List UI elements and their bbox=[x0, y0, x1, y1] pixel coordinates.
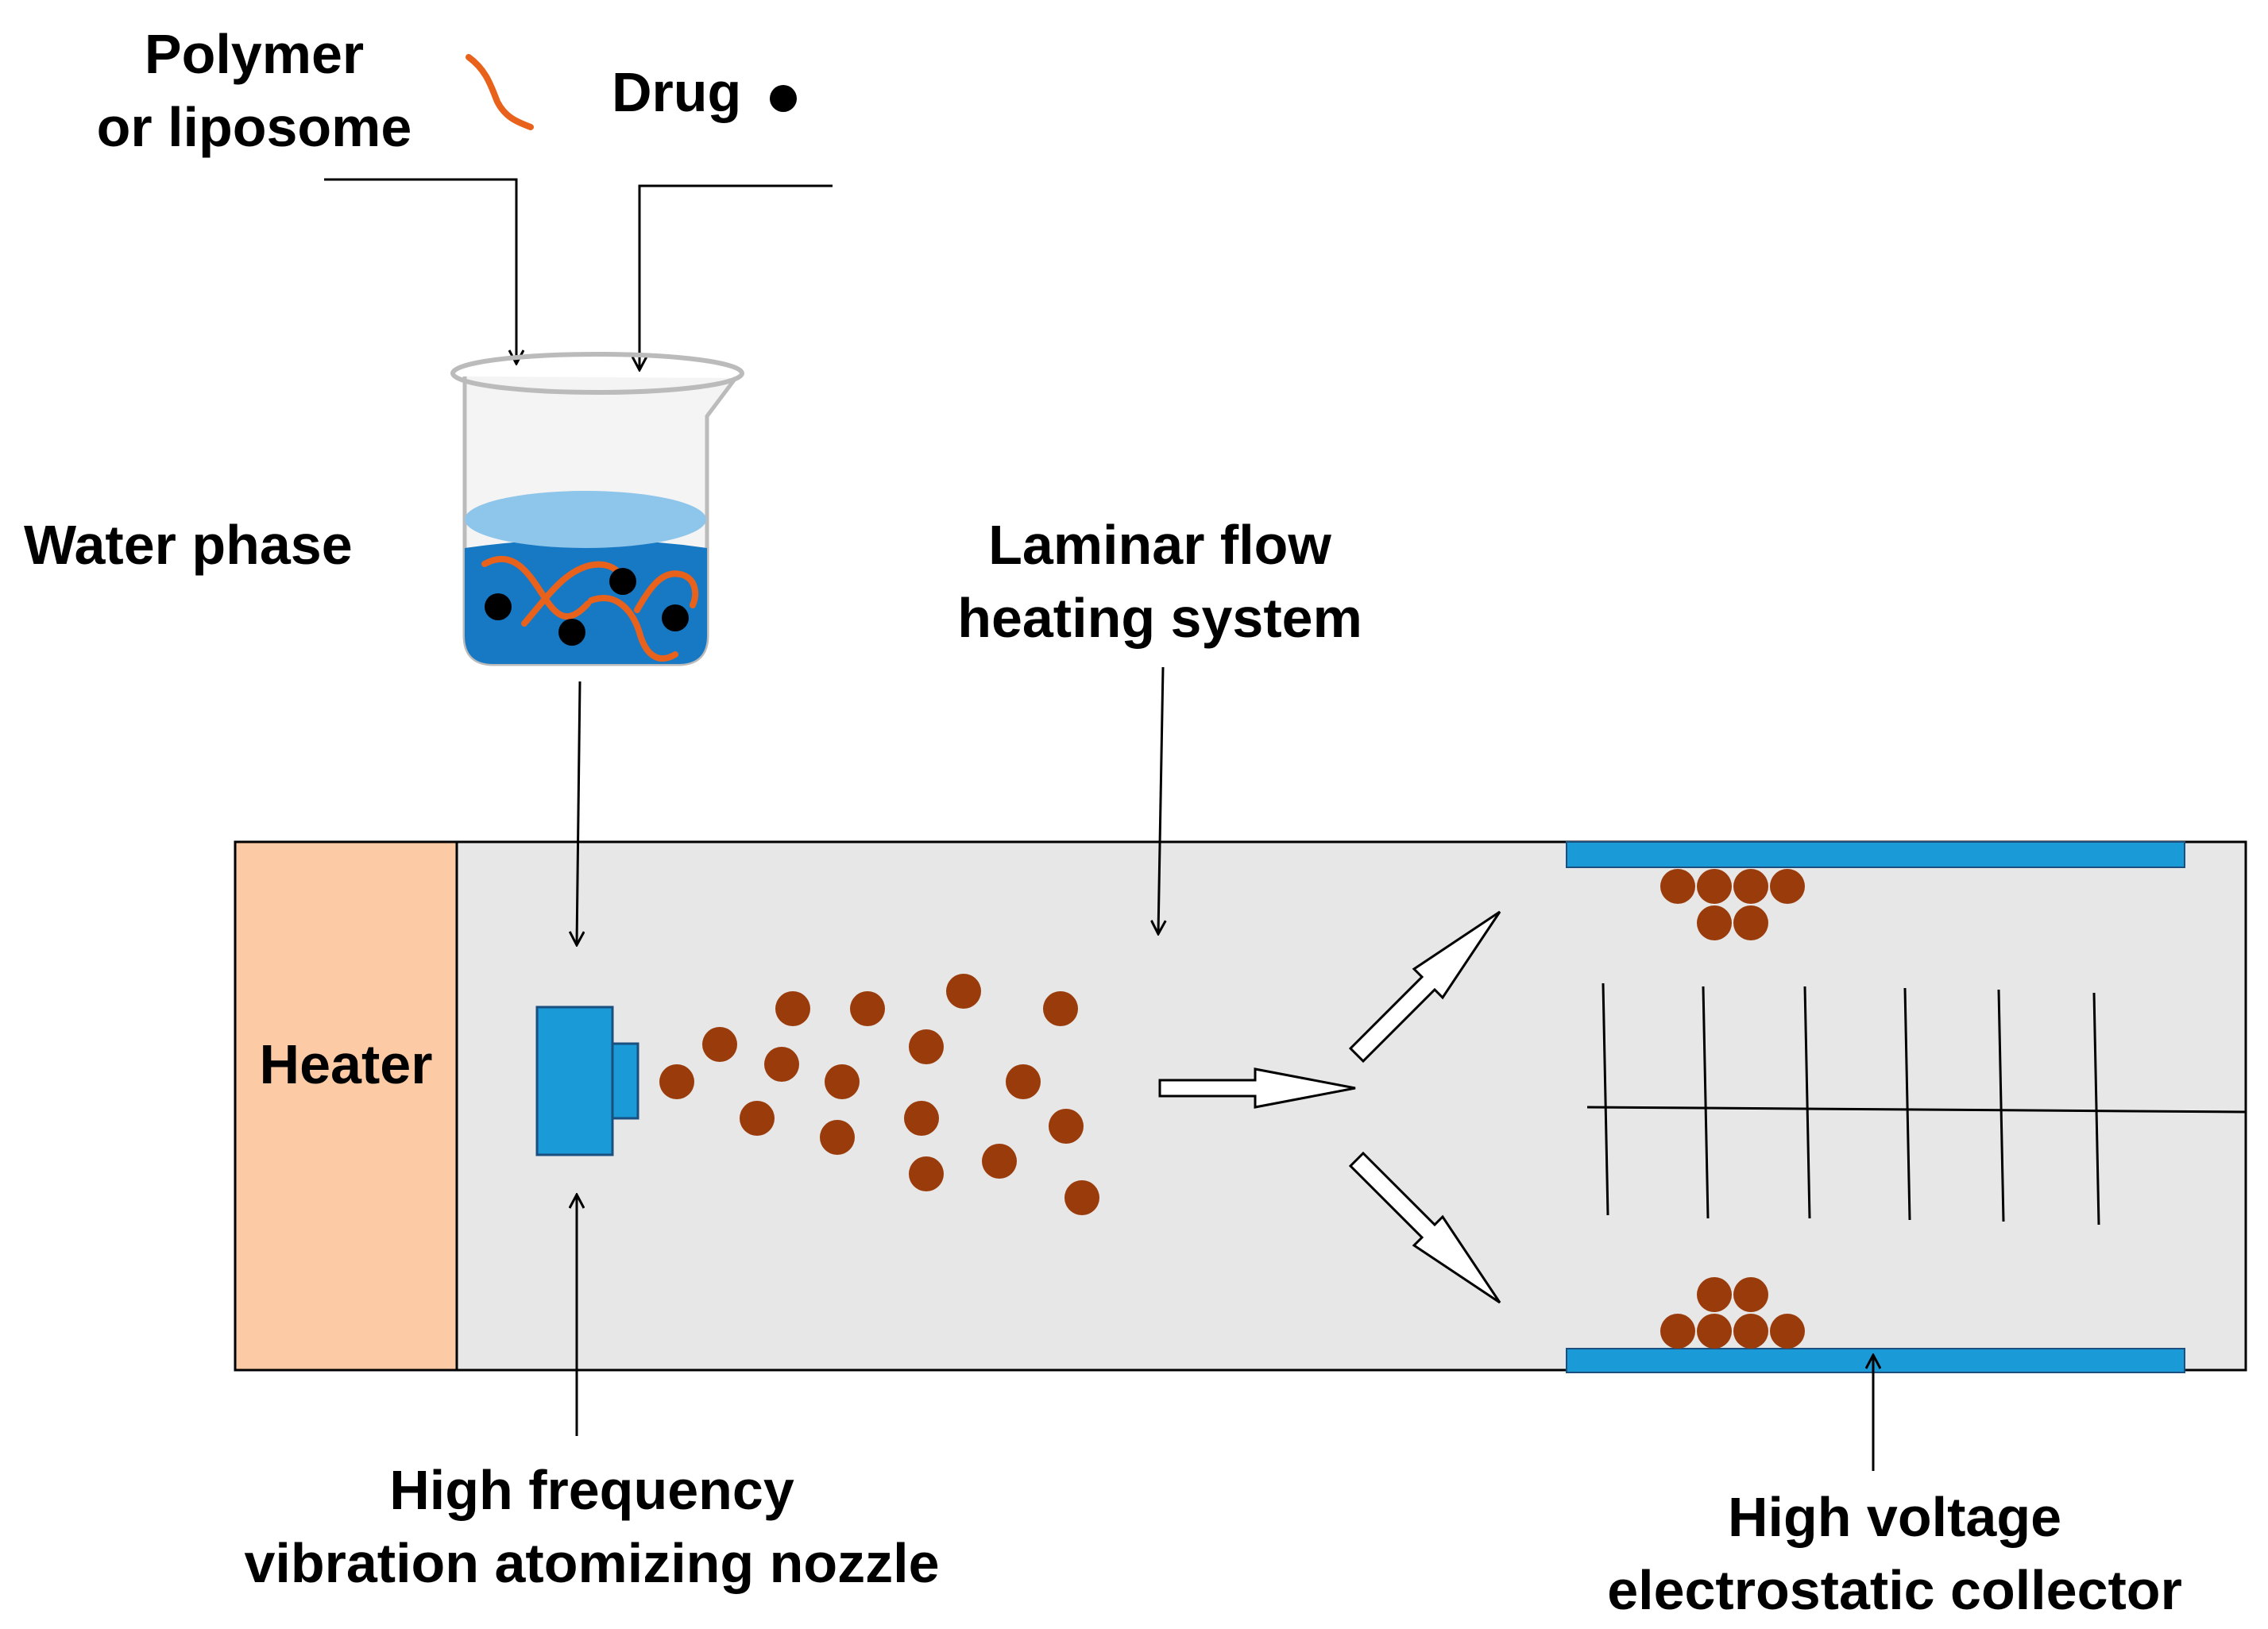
polymer-label-line2: or liposome bbox=[96, 96, 412, 158]
nozzle-label-line2: vibration atomizing nozzle bbox=[244, 1532, 940, 1594]
polymer-feed-arrow bbox=[324, 178, 516, 364]
laminar-flow-arrow bbox=[1158, 666, 1163, 934]
flow-arrow-down bbox=[1348, 1151, 1501, 1304]
heater-label: Heater bbox=[235, 1028, 457, 1101]
heater-block bbox=[234, 840, 458, 1372]
drug-label-text: Drug bbox=[612, 61, 742, 123]
beaker-icon bbox=[450, 352, 744, 666]
flow-arrow-up bbox=[1348, 910, 1501, 1063]
water-phase-text: Water phase bbox=[24, 514, 353, 576]
nozzle-label-line1: High frequency bbox=[389, 1459, 794, 1521]
heater-text: Heater bbox=[259, 1033, 433, 1095]
flow-arrow-right bbox=[1158, 1067, 1356, 1109]
drug-feed-arrow bbox=[639, 184, 833, 370]
drug-label: Drug bbox=[612, 56, 741, 129]
polymer-strand-icon bbox=[466, 54, 534, 130]
collector-label: High voltage electrostatic collector bbox=[1557, 1480, 2232, 1627]
collected-particles-bottom bbox=[1660, 1277, 1805, 1349]
nozzle-icon bbox=[535, 1006, 639, 1156]
collector-label-line1: High voltage bbox=[1727, 1486, 2062, 1548]
drug-dot-icon bbox=[770, 85, 797, 112]
electrostatic-collector-icon bbox=[1566, 841, 2247, 1373]
polymer-label-line1: Polymer bbox=[144, 23, 365, 85]
water-phase-label: Water phase bbox=[24, 508, 353, 581]
nozzle-label: High frequency vibration atomizing nozzl… bbox=[183, 1453, 1001, 1600]
feed-to-nozzle-arrow bbox=[577, 681, 580, 945]
spray-particles bbox=[659, 974, 1099, 1215]
polymer-label: Polymer or liposome bbox=[79, 17, 429, 164]
laminar-flow-line2: heating system bbox=[957, 587, 1362, 649]
laminar-flow-label: Laminar flow heating system bbox=[898, 508, 1422, 654]
laminar-flow-line1: Laminar flow bbox=[988, 514, 1331, 576]
collector-label-line2: electrostatic collector bbox=[1607, 1559, 2182, 1621]
collected-particles-top bbox=[1660, 869, 1805, 940]
heating-chamber bbox=[455, 840, 2247, 1372]
